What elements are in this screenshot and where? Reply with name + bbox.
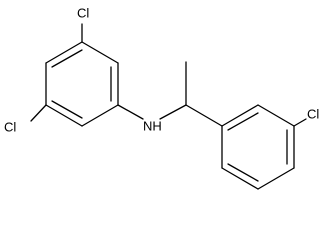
bond	[81, 104, 119, 127]
bond	[221, 104, 259, 127]
atom-label-cl-left: Cl	[4, 119, 16, 134]
bond	[227, 163, 259, 182]
bond	[81, 41, 119, 64]
atom-label-cl-right: Cl	[307, 106, 319, 121]
atom-label-cl-top: Cl	[77, 5, 89, 20]
bond	[159, 104, 187, 120]
bond	[185, 104, 223, 127]
bond	[227, 112, 259, 131]
atom-label-nh: NH	[143, 118, 162, 133]
bond	[30, 104, 47, 122]
bond	[45, 41, 83, 64]
bond	[221, 167, 259, 190]
molecule-structure-diagram: Cl Cl NH Cl	[4, 5, 319, 190]
bond	[51, 100, 83, 119]
bond	[51, 49, 83, 68]
bond	[117, 104, 144, 120]
bonds	[30, 23, 307, 190]
bond	[257, 167, 295, 190]
atom-labels: Cl Cl NH Cl	[4, 5, 319, 134]
bond	[293, 118, 307, 127]
bond	[257, 104, 295, 127]
bond	[45, 104, 83, 127]
